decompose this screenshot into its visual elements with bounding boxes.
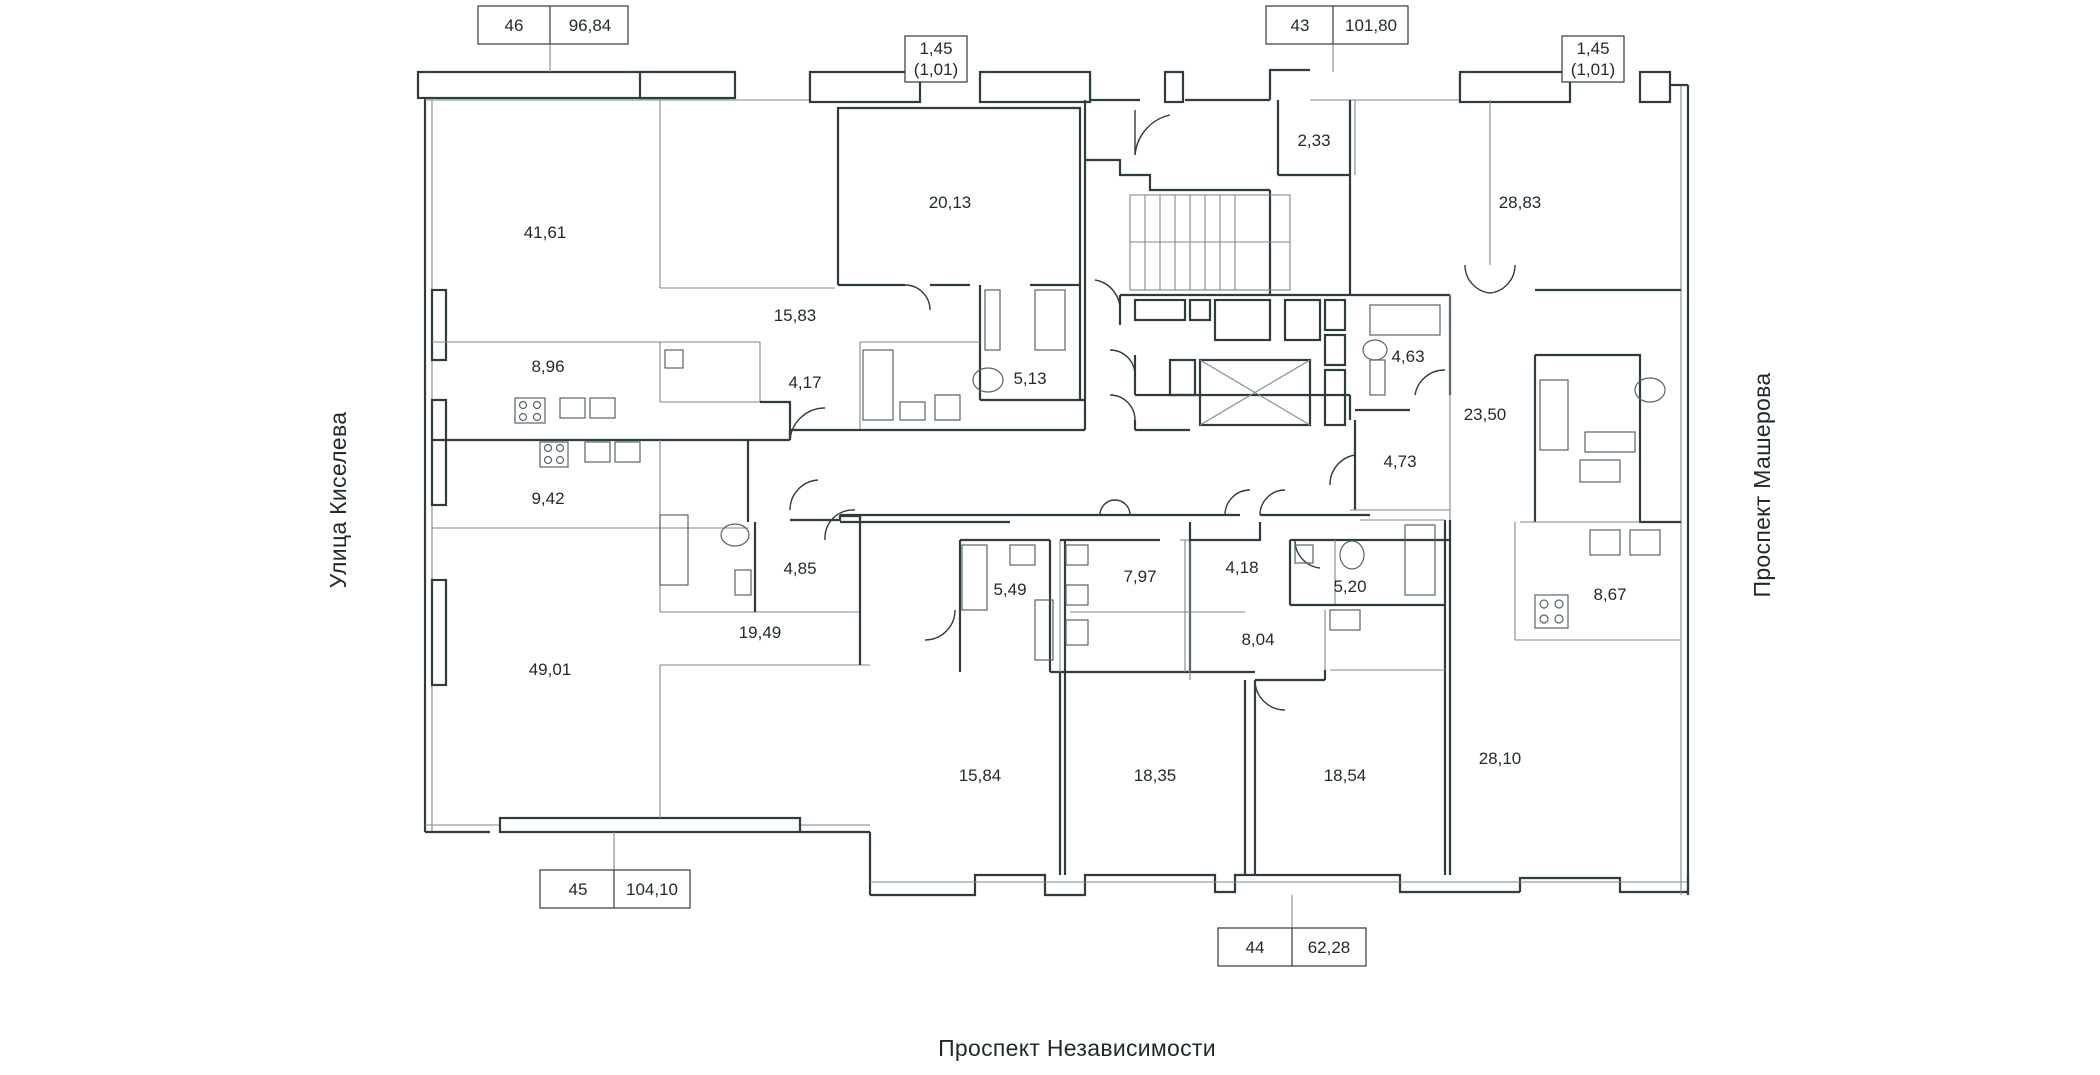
fixtures [514, 289, 1666, 661]
room-area-41-61: 41,61 [524, 223, 567, 242]
room-area-15-84: 15,84 [959, 766, 1002, 785]
room-area-49-01: 49,01 [529, 660, 572, 679]
apartment-area: 96,84 [569, 16, 612, 35]
apartment-area: 104,10 [626, 880, 678, 899]
room-area-4-63: 4,63 [1391, 347, 1424, 366]
balcony-area: 1,45 [919, 39, 952, 58]
apartment-area: 101,80 [1345, 16, 1397, 35]
shafts [1133, 298, 1347, 427]
room-labels: 41,61 8,96 9,42 49,01 15,83 4,17 20,13 5… [524, 131, 1627, 785]
room-area-8-67: 8,67 [1593, 585, 1626, 604]
room-area-7-97: 7,97 [1123, 567, 1156, 586]
room-area-20-13: 20,13 [929, 193, 972, 212]
street-south: Проспект Независимости [938, 1035, 1216, 1061]
room-area-4-85: 4,85 [783, 559, 816, 578]
room-area-5-13: 5,13 [1013, 369, 1046, 388]
room-area-4-17: 4,17 [788, 373, 821, 392]
room-area-8-04: 8,04 [1241, 630, 1274, 649]
interior-walls [432, 100, 1681, 875]
apartment-tag-43: 43 101,80 [1265, 5, 1409, 72]
room-area-5-20: 5,20 [1333, 577, 1366, 596]
room-area-5-49: 5,49 [993, 580, 1026, 599]
street-west: Улица Киселева [325, 412, 351, 589]
apartment-area: 62,28 [1308, 938, 1351, 957]
doors [789, 110, 1516, 711]
room-area-15-83: 15,83 [774, 306, 817, 325]
room-area-8-96: 8,96 [531, 357, 564, 376]
apartment-tag-46: 46 96,84 [477, 5, 629, 72]
street-east: Проспект Машерова [1749, 373, 1775, 598]
apartment-number: 46 [505, 16, 524, 35]
room-area-23-50: 23,50 [1464, 405, 1507, 424]
apartment-number: 45 [569, 880, 588, 899]
apartment-tag-44: 44 62,28 [1217, 895, 1367, 967]
apartment-tag-45: 45 104,10 [539, 832, 691, 909]
balcony-tag-left: 1,45 (1,01) [904, 35, 968, 83]
apartment-number: 44 [1246, 938, 1265, 957]
balcony-tag-right: 1,45 (1,01) [1561, 35, 1625, 83]
room-area-18-54: 18,54 [1324, 766, 1367, 785]
room-area-19-49: 19,49 [739, 623, 782, 642]
room-area-28-10: 28,10 [1479, 749, 1522, 768]
room-area-28-83: 28,83 [1499, 193, 1542, 212]
room-area-18-35: 18,35 [1134, 766, 1177, 785]
balcony-reduced-area: (1,01) [914, 60, 958, 79]
staircase [1129, 194, 1291, 291]
room-area-9-42: 9,42 [531, 489, 564, 508]
room-area-4-73: 4,73 [1383, 452, 1416, 471]
apartment-number: 43 [1291, 16, 1310, 35]
balcony-area: 1,45 [1576, 39, 1609, 58]
windows [416, 70, 1672, 834]
room-area-4-18: 4,18 [1225, 558, 1258, 577]
room-area-2-33: 2,33 [1297, 131, 1330, 150]
balcony-reduced-area: (1,01) [1571, 60, 1615, 79]
